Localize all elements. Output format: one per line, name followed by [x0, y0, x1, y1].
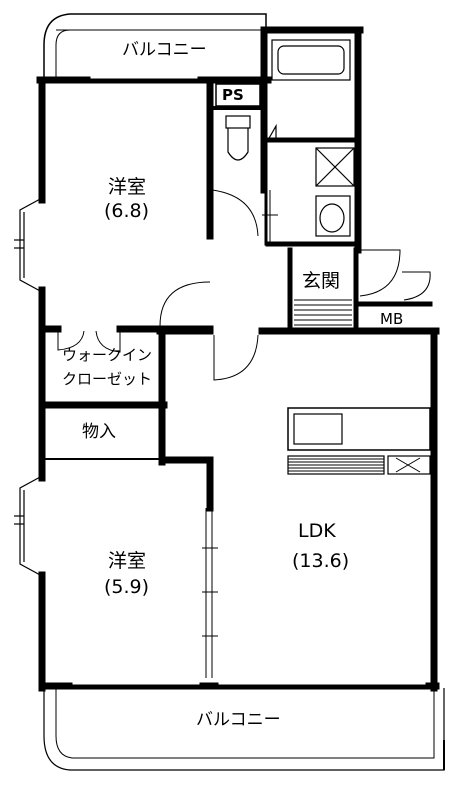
bay-window-2	[14, 475, 43, 577]
bedroom1-name: 洋室	[108, 176, 147, 198]
top-balcony-label: バルコニー	[122, 40, 207, 60]
entrance-steps	[294, 299, 352, 326]
top-balcony	[43, 13, 267, 82]
mb-label: MB	[380, 310, 404, 328]
bedroom1-size: (6.8)	[104, 200, 150, 222]
bottom-balcony-label: バルコニー	[196, 710, 281, 730]
bedroom2-name: 洋室	[108, 550, 147, 572]
ps-box	[215, 83, 261, 107]
walkin-closet-line2: クローゼット	[62, 370, 153, 388]
walls	[36, 26, 440, 692]
bottom-balcony	[43, 688, 445, 771]
ps-label: PS	[222, 86, 244, 104]
doors	[57, 189, 431, 381]
genkan-label: 玄関	[302, 270, 341, 292]
bedroom2-size: (5.9)	[104, 576, 150, 598]
bathroom-fixtures	[267, 39, 355, 237]
ldk-name: LDK	[298, 520, 336, 542]
bay-window-1	[14, 197, 43, 293]
kitchen-counter	[287, 407, 431, 475]
storage-label: 物入	[82, 422, 116, 442]
sliding-doors	[202, 508, 218, 678]
walkin-closet-line1: ウォークイン	[62, 346, 153, 364]
toilet	[225, 115, 251, 161]
ldk-size: (13.6)	[292, 550, 350, 572]
